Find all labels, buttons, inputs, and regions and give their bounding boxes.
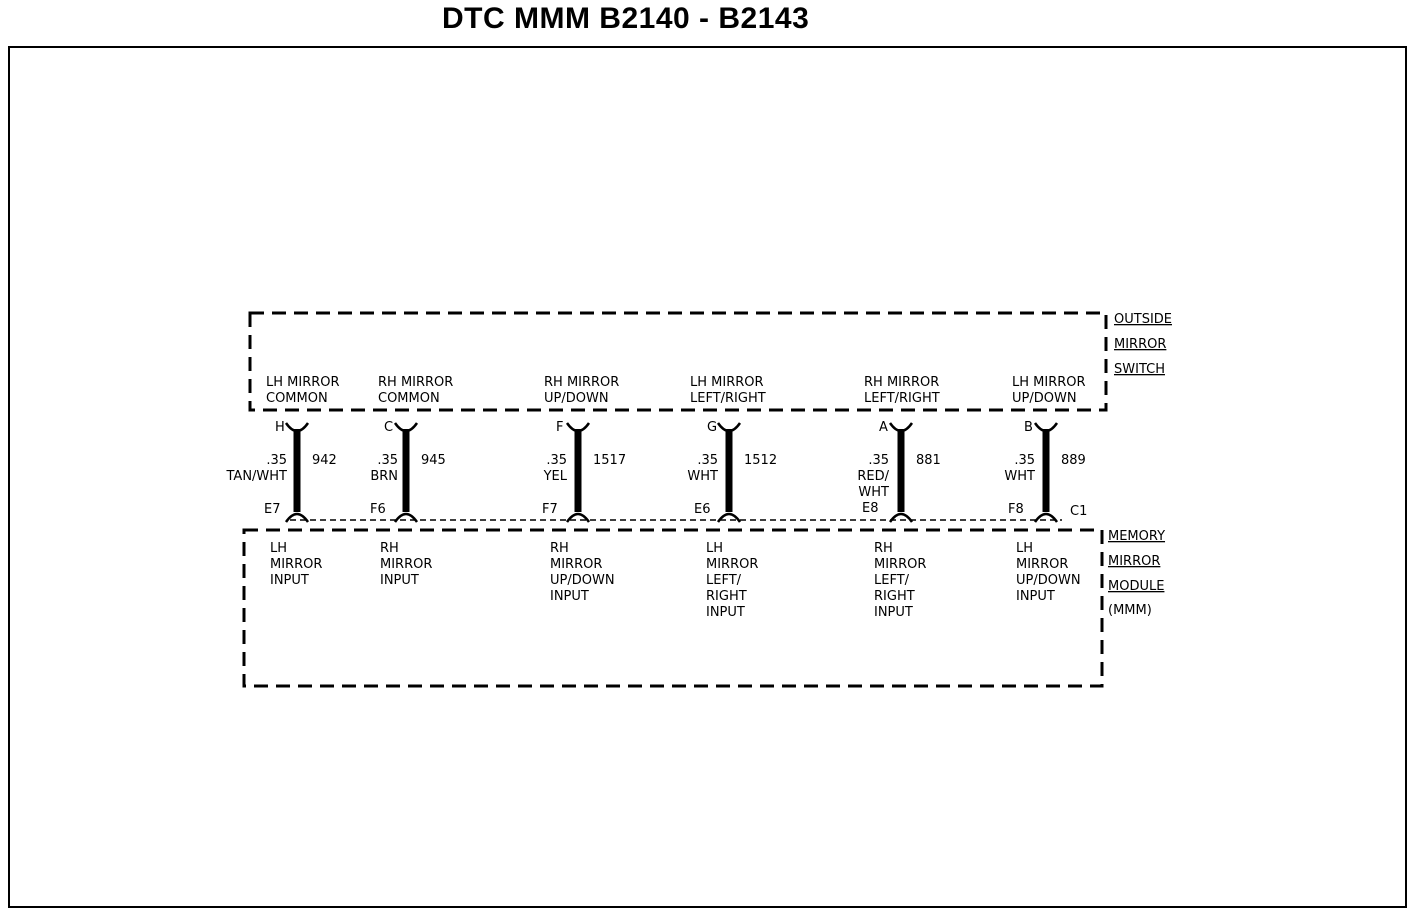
module-terminal-icon bbox=[565, 512, 591, 523]
switch-function-label: LH MIRROR bbox=[266, 375, 340, 390]
circuit-number: 1512 bbox=[744, 453, 777, 468]
module-input-label: RH bbox=[550, 541, 569, 556]
module-terminal-icon bbox=[284, 512, 310, 523]
module-input-label: INPUT bbox=[1016, 589, 1055, 604]
switch-function-label: COMMON bbox=[266, 391, 328, 406]
module-input-label: INPUT bbox=[380, 573, 419, 588]
circuit-number: 881 bbox=[916, 453, 941, 468]
circuit-number: 1517 bbox=[593, 453, 626, 468]
module-name-line: (MMM) bbox=[1108, 603, 1152, 618]
module-name-line: MEMORY bbox=[1108, 529, 1165, 544]
module-pin-label: E8 bbox=[862, 501, 879, 516]
module-terminal-icon bbox=[716, 512, 742, 523]
switch-pin-label: C bbox=[384, 420, 393, 435]
module-input-label: INPUT bbox=[270, 573, 309, 588]
module-box bbox=[242, 528, 1104, 688]
module-input-label: MIRROR bbox=[270, 557, 322, 572]
module-input-label: LEFT/ bbox=[874, 573, 910, 588]
module-input-label: RIGHT bbox=[706, 589, 747, 604]
module-terminal-icon bbox=[888, 512, 914, 523]
diagram-title: DTC MMM B2140 - B2143 bbox=[442, 2, 810, 35]
module-input-label: MIRROR bbox=[874, 557, 926, 572]
wire-color: BRN bbox=[370, 469, 398, 484]
wire-color: WHT bbox=[687, 469, 718, 484]
switch-box bbox=[248, 311, 1108, 412]
module-pin-label: E6 bbox=[694, 502, 711, 517]
switch-function-label: RH MIRROR bbox=[378, 375, 453, 390]
module-pin-label: F7 bbox=[542, 502, 558, 517]
wire-color: WHT bbox=[858, 485, 889, 500]
circuit-number: 889 bbox=[1061, 453, 1086, 468]
switch-name-line: MIRROR bbox=[1114, 337, 1166, 352]
switch-function-label: LH MIRROR bbox=[1012, 375, 1086, 390]
module-input-label: LH bbox=[270, 541, 287, 556]
switch-function-label: UP/DOWN bbox=[544, 391, 609, 406]
circuits: LH MIRRORCOMMONH.35TAN/WHT942E7LHMIRRORI… bbox=[226, 375, 1086, 620]
switch-function-label: LEFT/RIGHT bbox=[690, 391, 766, 406]
module-name-line: MODULE bbox=[1108, 579, 1164, 594]
circuit-number: 945 bbox=[421, 453, 446, 468]
outer-frame bbox=[8, 46, 1407, 908]
circuit-rh-updown: RH MIRRORUP/DOWNF.35YEL1517F7RHMIRRORUP/… bbox=[542, 375, 626, 604]
module-pin-label: F8 bbox=[1008, 502, 1024, 517]
module-input-label: UP/DOWN bbox=[550, 573, 615, 588]
module-input-label: RH bbox=[874, 541, 893, 556]
wire-gauge: .35 bbox=[868, 453, 889, 468]
wire-gauge: .35 bbox=[697, 453, 718, 468]
module-input-label: MIRROR bbox=[380, 557, 432, 572]
switch-function-label: RH MIRROR bbox=[544, 375, 619, 390]
module-pin-label: F6 bbox=[370, 502, 386, 517]
module-input-label: UP/DOWN bbox=[1016, 573, 1081, 588]
switch-function-label: COMMON bbox=[378, 391, 440, 406]
module-input-label: MIRROR bbox=[706, 557, 758, 572]
wire-gauge: .35 bbox=[377, 453, 398, 468]
wire-gauge: .35 bbox=[546, 453, 567, 468]
switch-pin-label: F bbox=[556, 420, 563, 435]
module-terminal-icon bbox=[393, 512, 419, 523]
wire-color: WHT bbox=[1004, 469, 1035, 484]
circuit-rh-leftright: RH MIRRORLEFT/RIGHTA.35RED/WHT881E8RHMIR… bbox=[857, 375, 940, 620]
switch-function-label: LH MIRROR bbox=[690, 375, 764, 390]
switch-function-label: UP/DOWN bbox=[1012, 391, 1077, 406]
module-input-label: LEFT/ bbox=[706, 573, 742, 588]
circuit-lh-leftright: LH MIRRORLEFT/RIGHTG.35WHT1512E6LHMIRROR… bbox=[687, 375, 777, 620]
module-input-label: MIRROR bbox=[550, 557, 602, 572]
module-terminal-icon bbox=[1033, 512, 1059, 523]
module-input-label: MIRROR bbox=[1016, 557, 1068, 572]
module-name: MEMORY MIRROR MODULE (MMM) bbox=[1108, 529, 1165, 618]
module-input-label: INPUT bbox=[550, 589, 589, 604]
switch-function-label: LEFT/RIGHT bbox=[864, 391, 940, 406]
module-input-label: INPUT bbox=[874, 605, 913, 620]
switch-name: OUTSIDE MIRROR SWITCH bbox=[1114, 312, 1172, 377]
module-input-label: RIGHT bbox=[874, 589, 915, 604]
module-pin-label: E7 bbox=[264, 502, 281, 517]
switch-pin-label: B bbox=[1024, 420, 1033, 435]
switch-name-line: OUTSIDE bbox=[1114, 312, 1172, 327]
module-name-line: MIRROR bbox=[1108, 554, 1160, 569]
wire-gauge: .35 bbox=[1014, 453, 1035, 468]
switch-pin-label: G bbox=[707, 420, 717, 435]
module-input-label: LH bbox=[706, 541, 723, 556]
switch-pin-label: A bbox=[879, 420, 888, 435]
switch-pin-label: H bbox=[275, 420, 285, 435]
switch-function-label: RH MIRROR bbox=[864, 375, 939, 390]
connector-id: C1 bbox=[1070, 504, 1087, 519]
switch-name-line: SWITCH bbox=[1114, 362, 1165, 377]
wire-color: TAN/WHT bbox=[226, 469, 288, 484]
module-input-label: RH bbox=[380, 541, 399, 556]
module-input-label: INPUT bbox=[706, 605, 745, 620]
wire-color: RED/ bbox=[857, 469, 889, 484]
circuit-number: 942 bbox=[312, 453, 337, 468]
circuit-lh-updown: LH MIRRORUP/DOWNB.35WHT889F8LHMIRRORUP/D… bbox=[1004, 375, 1085, 604]
wire-color: YEL bbox=[543, 469, 568, 484]
module-input-label: LH bbox=[1016, 541, 1033, 556]
wire-gauge: .35 bbox=[266, 453, 287, 468]
